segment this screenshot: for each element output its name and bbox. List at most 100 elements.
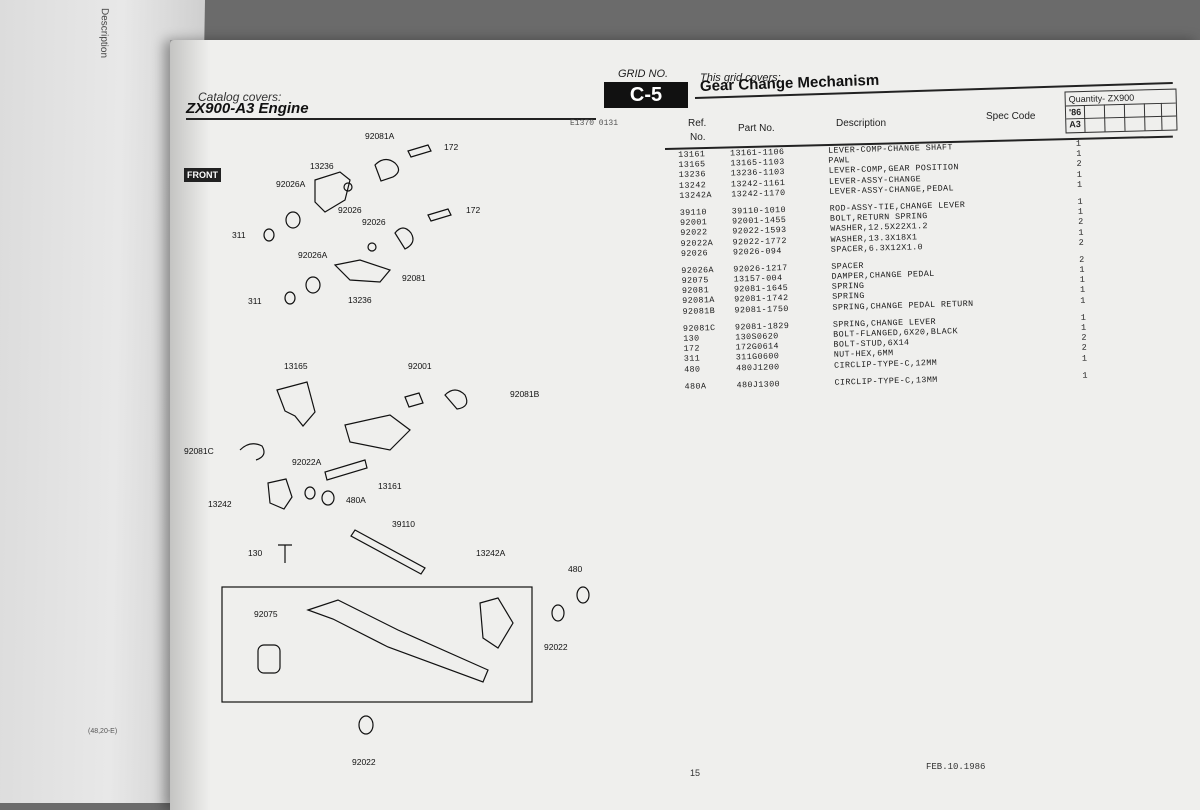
return-bolt-drawing xyxy=(404,392,424,408)
label-311b: 311 xyxy=(248,296,262,306)
part-quantity: 2 xyxy=(1078,237,1085,248)
exploded-diagram: 92081A 172 13236 92026A 92026 311 92026 … xyxy=(184,131,590,767)
part-number: 92081-1750 xyxy=(734,303,789,316)
return-spring-drawing xyxy=(444,389,468,410)
bolt-130-drawing xyxy=(278,544,292,563)
label-13236b: 13236 xyxy=(348,295,372,305)
left-page-header: Description xyxy=(97,8,110,59)
part-quantity: 1 xyxy=(1077,196,1084,207)
gear-position-lever-drawing xyxy=(314,171,351,213)
part-ref: 130 xyxy=(683,333,700,344)
part-quantity: 1 xyxy=(1079,264,1086,275)
change-shaft-drawing xyxy=(324,459,368,481)
circlip-480a-drawing xyxy=(304,486,316,500)
part-quantity: 1 xyxy=(1079,285,1086,296)
label-92081c: 92081C xyxy=(184,446,214,456)
part-number: 13242-1170 xyxy=(731,187,786,200)
change-lever-13242-drawing xyxy=(267,478,293,510)
front-tag: FRONT xyxy=(184,168,221,182)
part-ref: 92081B xyxy=(682,305,716,317)
part-description: SPACER,6.3X12X1.0 xyxy=(830,241,924,255)
part-quantity: 2 xyxy=(1079,254,1085,265)
quantity-box: Quantity- ZX900 '86 A3 xyxy=(1064,88,1178,134)
quantity-model: A3 xyxy=(1069,119,1081,130)
label-92022b: 92022 xyxy=(352,757,376,767)
label-92081: 92081 xyxy=(402,273,426,283)
spring-92081-drawing xyxy=(394,227,414,250)
part-ref: 13242A xyxy=(679,189,712,201)
col-spec-header: Spec Code xyxy=(986,111,1036,122)
page-date: FEB.10.1986 xyxy=(926,762,986,772)
label-172b: 172 xyxy=(466,205,480,215)
nut-311b-drawing xyxy=(284,291,296,305)
label-480a: 480A xyxy=(346,495,366,505)
part-number: 92026-094 xyxy=(732,245,782,258)
left-page-footer: (48,20-E) xyxy=(88,728,118,735)
label-311a: 311 xyxy=(232,230,246,240)
label-13242: 13242 xyxy=(208,499,232,509)
quantity-year: '86 xyxy=(1068,107,1082,118)
spring-92081a-drawing xyxy=(374,158,400,182)
label-13236a: 13236 xyxy=(310,161,334,171)
part-quantity: 1 xyxy=(1080,322,1087,333)
change-shaft-lever-drawing xyxy=(344,414,411,451)
part-quantity: 2 xyxy=(1078,217,1084,228)
spacer-92026ab-drawing xyxy=(305,276,321,294)
bolt-stud-172b-drawing xyxy=(427,208,452,222)
change-pedal-drawing xyxy=(306,599,489,683)
grid-number: C-5 xyxy=(604,82,688,108)
label-92026a: 92026A xyxy=(276,179,306,189)
engine-title-rule xyxy=(186,118,596,120)
label-92075: 92075 xyxy=(254,609,278,619)
quantity-title: Quantity- ZX900 xyxy=(1068,92,1135,105)
pedal-pivot-drawing xyxy=(479,597,514,649)
part-ref: 480 xyxy=(683,364,701,375)
part-quantity: 1 xyxy=(1076,148,1082,160)
washer-92022b-drawing xyxy=(358,715,374,735)
part-quantity: 2 xyxy=(1081,332,1087,343)
engine-title: ZX900-A3 Engine xyxy=(186,100,309,117)
label-92001: 92001 xyxy=(408,361,432,371)
grid-number-label: GRID NO. xyxy=(618,68,669,80)
part-number: 480J1200 xyxy=(735,361,780,374)
label-92022a-washer: 92022 xyxy=(544,642,568,652)
grid-covers-label: This grid covers: xyxy=(700,72,781,84)
part-quantity: 1 xyxy=(1081,353,1088,364)
part-ref: 92026 xyxy=(680,247,709,259)
col-ref-header: Ref. xyxy=(688,118,707,129)
label-480: 480 xyxy=(568,564,582,574)
diagram-code: E1370 0131 xyxy=(570,119,619,128)
label-13161: 13161 xyxy=(378,481,402,491)
label-92026ab: 92026A xyxy=(298,250,328,260)
quantity-rule xyxy=(1066,115,1177,120)
part-quantity: 1 xyxy=(1080,295,1086,306)
col-part-header: Part No. xyxy=(738,123,775,134)
bolt-stud-172a-drawing xyxy=(407,144,432,158)
part-quantity: 1 xyxy=(1079,274,1086,286)
pedal-group-frame xyxy=(221,586,533,703)
label-39110: 39110 xyxy=(392,519,415,529)
part-description: CIRCLIP-TYPE-C,12MM xyxy=(833,357,938,371)
part-description: LEVER-ASSY-CHANGE,PEDAL xyxy=(829,183,955,197)
label-92022a: 92022A xyxy=(292,457,322,467)
gear-position-lever-b-drawing xyxy=(333,259,392,283)
part-ref: 480A xyxy=(684,381,707,392)
part-quantity: 1 xyxy=(1076,179,1083,190)
catalog-covers-label: Catalog covers: xyxy=(198,90,282,104)
part-quantity: 1 xyxy=(1082,370,1089,381)
nut-311a-drawing xyxy=(263,228,275,242)
col-ref-no-header: No. xyxy=(690,132,706,143)
label-13242a: 13242A xyxy=(476,548,506,558)
circlip-480-drawing xyxy=(576,586,590,604)
catalog-page xyxy=(170,40,1200,810)
washer-92022a-drawing xyxy=(321,490,335,506)
part-ref: 172 xyxy=(683,343,700,355)
washer-92022-drawing xyxy=(551,604,565,622)
label-13165: 13165 xyxy=(284,361,308,371)
part-quantity: 1 xyxy=(1080,312,1087,323)
label-172a: 172 xyxy=(444,142,458,152)
label-92026b: 92026 xyxy=(362,217,386,227)
part-quantity: 2 xyxy=(1081,343,1088,354)
label-92081b: 92081B xyxy=(510,389,540,399)
